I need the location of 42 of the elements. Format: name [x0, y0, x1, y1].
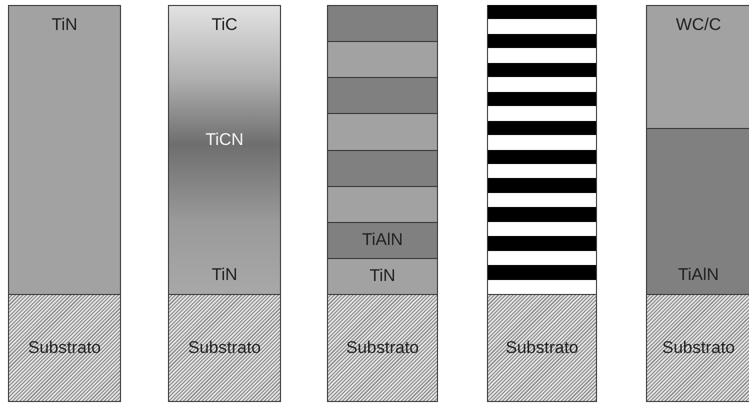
stripe-layer	[487, 265, 597, 281]
layer-label: TiAlN	[677, 265, 720, 285]
coating-layer	[327, 41, 438, 78]
coating-layer	[8, 5, 121, 295]
coating-layer	[327, 186, 438, 223]
coating-layer	[327, 150, 438, 187]
coating-layer	[327, 258, 438, 295]
substrate-label: Substrato	[661, 338, 736, 358]
substrate-block	[327, 294, 438, 402]
graded-coating-layer	[168, 5, 281, 295]
stripe-layer	[487, 5, 597, 20]
layer-label: TiC	[210, 15, 238, 35]
coating-layer	[327, 5, 438, 42]
coating-layer	[646, 128, 749, 295]
stripe-layer	[487, 207, 597, 223]
stripe-layer	[487, 135, 597, 150]
substrate-block	[168, 294, 281, 402]
layer-label: TiN	[50, 15, 78, 35]
stripe-layer	[487, 280, 597, 295]
stripe-layer	[487, 236, 597, 252]
substrate-block	[8, 294, 121, 402]
layer-label: TiN	[368, 266, 396, 286]
layer-label: TiCN	[204, 130, 245, 150]
substrate-block	[487, 294, 597, 402]
coating-layer	[327, 113, 438, 150]
stripe-layer	[487, 19, 597, 35]
stripe-layer	[487, 106, 597, 122]
layer-label: WC/C	[674, 15, 722, 35]
coating-layer	[646, 5, 749, 129]
layer-label: TiAlN	[361, 230, 404, 250]
layer-label: TiN	[210, 265, 238, 285]
substrate-label: Substrato	[504, 338, 580, 358]
substrate-label: Substrato	[187, 338, 262, 358]
substrate-label: Substrato	[345, 338, 420, 358]
coating-layer	[327, 77, 438, 114]
coating-layer	[327, 222, 438, 259]
stripe-layer	[487, 48, 597, 64]
substrate-label: Substrato	[27, 338, 102, 358]
substrate-block	[646, 294, 749, 402]
stripe-layer	[487, 178, 597, 194]
stripe-layer	[487, 150, 597, 165]
stripe-layer	[487, 77, 597, 93]
